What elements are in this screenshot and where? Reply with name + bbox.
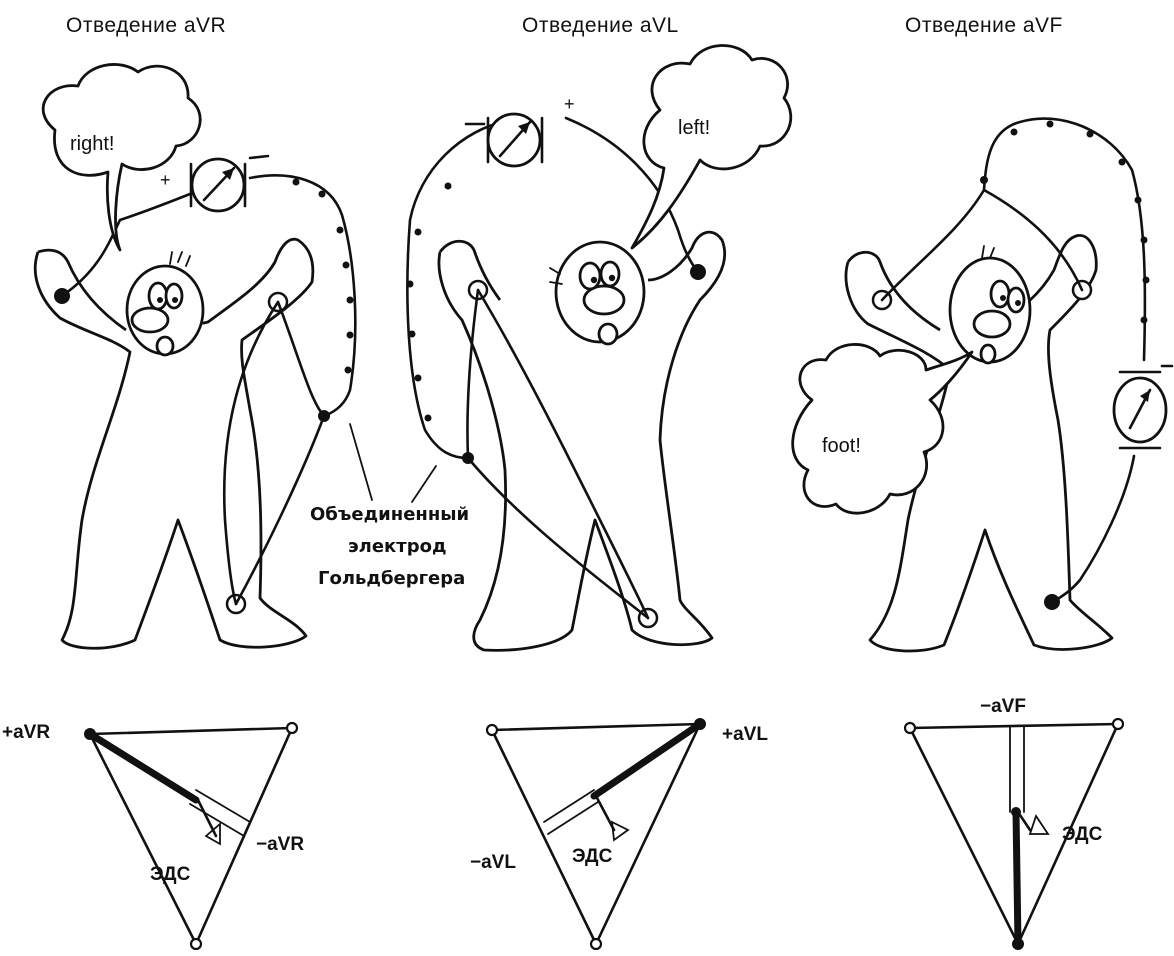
speech-bubble-avr (43, 64, 200, 250)
figure-avf: foot! (793, 119, 1172, 651)
caption-line-3: Гольдбергера (318, 568, 465, 589)
emf-label-avf: ЭДС (1062, 824, 1103, 845)
bubble-text-avr: right! (70, 133, 114, 155)
bubble-text-avl: left! (678, 117, 710, 139)
neg-label-avr: −aVR (256, 834, 304, 855)
caption-line-2: электрод (348, 536, 447, 557)
speech-bubble-avl (632, 45, 791, 248)
emf-label-avl: ЭДС (572, 846, 613, 867)
emf-label-avr: ЭДС (150, 864, 191, 885)
pos-label-avl: +aVL (722, 724, 768, 745)
caption-pointer-left (412, 466, 436, 502)
caption-pointer-right (350, 424, 372, 500)
plus-sign-avl: + (564, 94, 575, 114)
plus-sign-avr: + (160, 170, 171, 190)
pos-label-avr: +aVR (2, 722, 50, 743)
caption-line-1: Объединенный (310, 504, 469, 525)
figure-avl: + left! (407, 45, 791, 650)
neg-label-avf: −aVF (980, 696, 1026, 717)
triangle-avf: −aVF ЭДС (905, 696, 1123, 950)
triangle-avl: +aVL −aVL ЭДС (470, 718, 768, 949)
neg-label-avl: −aVL (470, 852, 516, 873)
triangle-avr: +aVR −aVR ЭДС (2, 722, 304, 949)
figure-avr: + right! (35, 64, 355, 648)
bubble-text-avf: foot! (822, 435, 861, 457)
